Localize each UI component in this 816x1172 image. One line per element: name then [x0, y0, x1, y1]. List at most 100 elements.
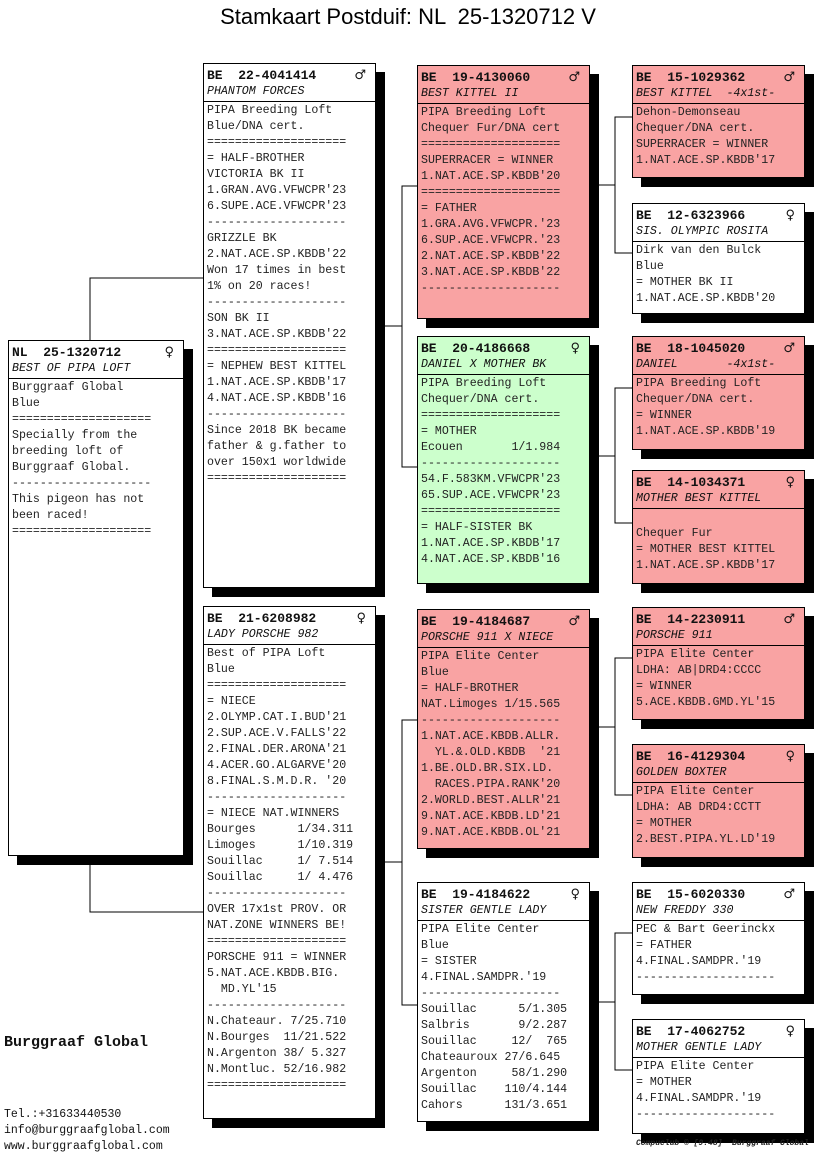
pigeon-card-sss[interactable]: BE 15-1029362♂BEST KITTEL -4x1st-Dehon-D…: [632, 65, 805, 178]
detail-line: Souillac 12/ 765: [421, 1035, 568, 1048]
pigeon-name: PORSCHE 911 X NIECE: [421, 631, 554, 644]
detail-line: ====================: [207, 679, 347, 692]
page-title: Stamkaart Postduif: NL 25-1320712 V: [220, 4, 596, 29]
detail-line: Chequer Fur: [636, 527, 713, 540]
connector-sd-branch: [614, 387, 632, 524]
detail-line: ====================: [421, 409, 561, 422]
detail-line: PIPA Breeding Loft: [636, 377, 762, 390]
connector-subject-dam: [89, 856, 203, 913]
detail-line: PIPA Breeding Loft: [421, 377, 547, 390]
ring-number: BE 22-4041414♂: [207, 67, 372, 84]
female-symbol-icon: ♀: [785, 749, 795, 764]
detail-line: 65.SUP.ACE.VFWCPR'23: [421, 489, 561, 502]
ring-number: BE 17-4062752♀: [636, 1023, 801, 1040]
detail-line: 8.FINAL.S.M.D.R. '20: [207, 775, 347, 788]
pigeon-card-header: NL 25-1320712♀BEST OF PIPA LOFT: [9, 341, 183, 379]
ring-number: BE 12-6323966♀: [636, 207, 801, 224]
detail-line: ====================: [12, 413, 152, 426]
detail-line: = FATHER: [636, 939, 692, 952]
email-address[interactable]: info@burggraafglobal.com: [4, 1124, 170, 1137]
detail-line: over 150x1 worldwide: [207, 456, 347, 469]
pigeon-card-header: BE 19-4130060♂BEST KITTEL II: [418, 66, 589, 104]
detail-line: Since 2018 BK became: [207, 424, 347, 437]
detail-line: Souillac 1/ 4.476: [207, 871, 354, 884]
detail-line: Blue: [636, 260, 664, 273]
detail-line: 2.OLYMP.CAT.I.BUD'21: [207, 711, 347, 724]
detail-line: Specially from the: [12, 429, 138, 442]
connector-dd-branch: [614, 932, 632, 1071]
pigeon-card-sire[interactable]: BE 22-4041414♂PHANTOM FORCES PIPA Breedin…: [203, 63, 376, 588]
detail-line: 9.NAT.ACE.KBDB.LD'21: [421, 810, 561, 823]
pigeon-card-ds[interactable]: BE 19-4184687♂PORSCHE 911 X NIECE PIPA El…: [417, 609, 590, 849]
ring-number: BE 15-6020330♂: [636, 886, 801, 903]
pigeon-card-sds[interactable]: BE 18-1045020♂DANIEL -4x1st-PIPA Breedin…: [632, 336, 805, 450]
detail-line: 4.NAT.ACE.SP.KBDB'16: [421, 553, 561, 566]
detail-line: = NIECE: [207, 695, 256, 708]
detail-line: 5.NAT.ACE.KBDB.BIG.: [207, 967, 340, 980]
detail-line: ====================: [421, 186, 561, 199]
male-symbol-icon: ♂: [568, 614, 580, 629]
ring-number-text: BE 20-4186668: [421, 341, 531, 356]
detail-line: 1.NAT.ACE.SP.KBDB'17: [207, 376, 347, 389]
detail-line: = SISTER: [421, 955, 477, 968]
detail-line: Chequer/DNA cert.: [636, 122, 755, 135]
pigeon-card-header: BE 12-6323966♀SIS. OLYMPIC ROSITA: [633, 204, 804, 242]
detail-line: Salbris 9/2.287: [421, 1019, 568, 1032]
ring-number: BE 19-4184687♂: [421, 613, 586, 630]
detail-line: --------------------: [421, 282, 561, 295]
detail-line: = WINNER: [636, 409, 692, 422]
detail-line: 4.FINAL.SAMDPR.'19: [636, 1092, 762, 1105]
detail-line: 2.SUP.ACE.V.FALLS'22: [207, 727, 347, 740]
detail-line: = MOTHER BK II: [636, 276, 734, 289]
ring-number: BE 20-4186668 ♀: [421, 340, 586, 357]
detail-line: 1.NAT.ACE.KBDB.ALLR.: [421, 730, 561, 743]
detail-line: 1.NAT.ACE.SP.KBDB'17: [636, 154, 776, 167]
ring-number-text: BE 16-4129304: [636, 749, 746, 764]
detail-line: = MOTHER BEST KITTEL: [636, 543, 776, 556]
detail-line: Souillac 110/4.144: [421, 1083, 568, 1096]
detail-line: = MOTHER: [421, 425, 477, 438]
detail-line: Chequer/DNA cert.: [421, 393, 540, 406]
male-symbol-icon: ♂: [783, 341, 795, 356]
detail-line: ====================: [207, 344, 347, 357]
detail-line: Blue: [421, 939, 449, 952]
pigeon-name: GOLDEN BOXTER: [636, 766, 727, 779]
pigeon-card-header: BE 15-1029362♂BEST KITTEL -4x1st-: [633, 66, 804, 104]
ring-number: BE 16-4129304 ♀: [636, 748, 801, 765]
website-link[interactable]: www.burggraafglobal.com: [4, 1140, 163, 1153]
pigeon-card-header: BE 22-4041414♂PHANTOM FORCES: [204, 64, 375, 102]
female-symbol-icon: ♀: [570, 341, 580, 356]
detail-line: 2.NAT.ACE.SP.KBDB'22: [207, 248, 347, 261]
detail-line: 3.NAT.ACE.SP.KBDB'22: [421, 266, 561, 279]
pigeon-name: PHANTOM FORCES: [207, 85, 305, 98]
ring-number: BE 14-1034371♀: [636, 474, 801, 491]
female-symbol-icon: ♀: [164, 345, 174, 360]
contact-info: Tel.:+31633440530 info@burggraafglobal.c…: [4, 1107, 170, 1155]
detail-line: Blue/DNA cert.: [207, 120, 305, 133]
detail-line: --------------------: [207, 216, 347, 229]
ring-number-text: BE 19-4184622: [421, 887, 531, 902]
detail-line: PIPA Breeding Loft: [207, 104, 333, 117]
detail-line: Chateauroux 27/6.645: [421, 1051, 561, 1064]
ring-number-text: NL 25-1320712: [12, 345, 122, 360]
pigeon-card-dsd[interactable]: BE 16-4129304 ♀ GOLDEN BOXTER PIPA Elite Ce…: [632, 744, 805, 858]
detail-line: 1.NAT.ACE.SP.KBDB'20: [421, 170, 561, 183]
detail-line: 1% on 20 races!: [207, 280, 312, 293]
